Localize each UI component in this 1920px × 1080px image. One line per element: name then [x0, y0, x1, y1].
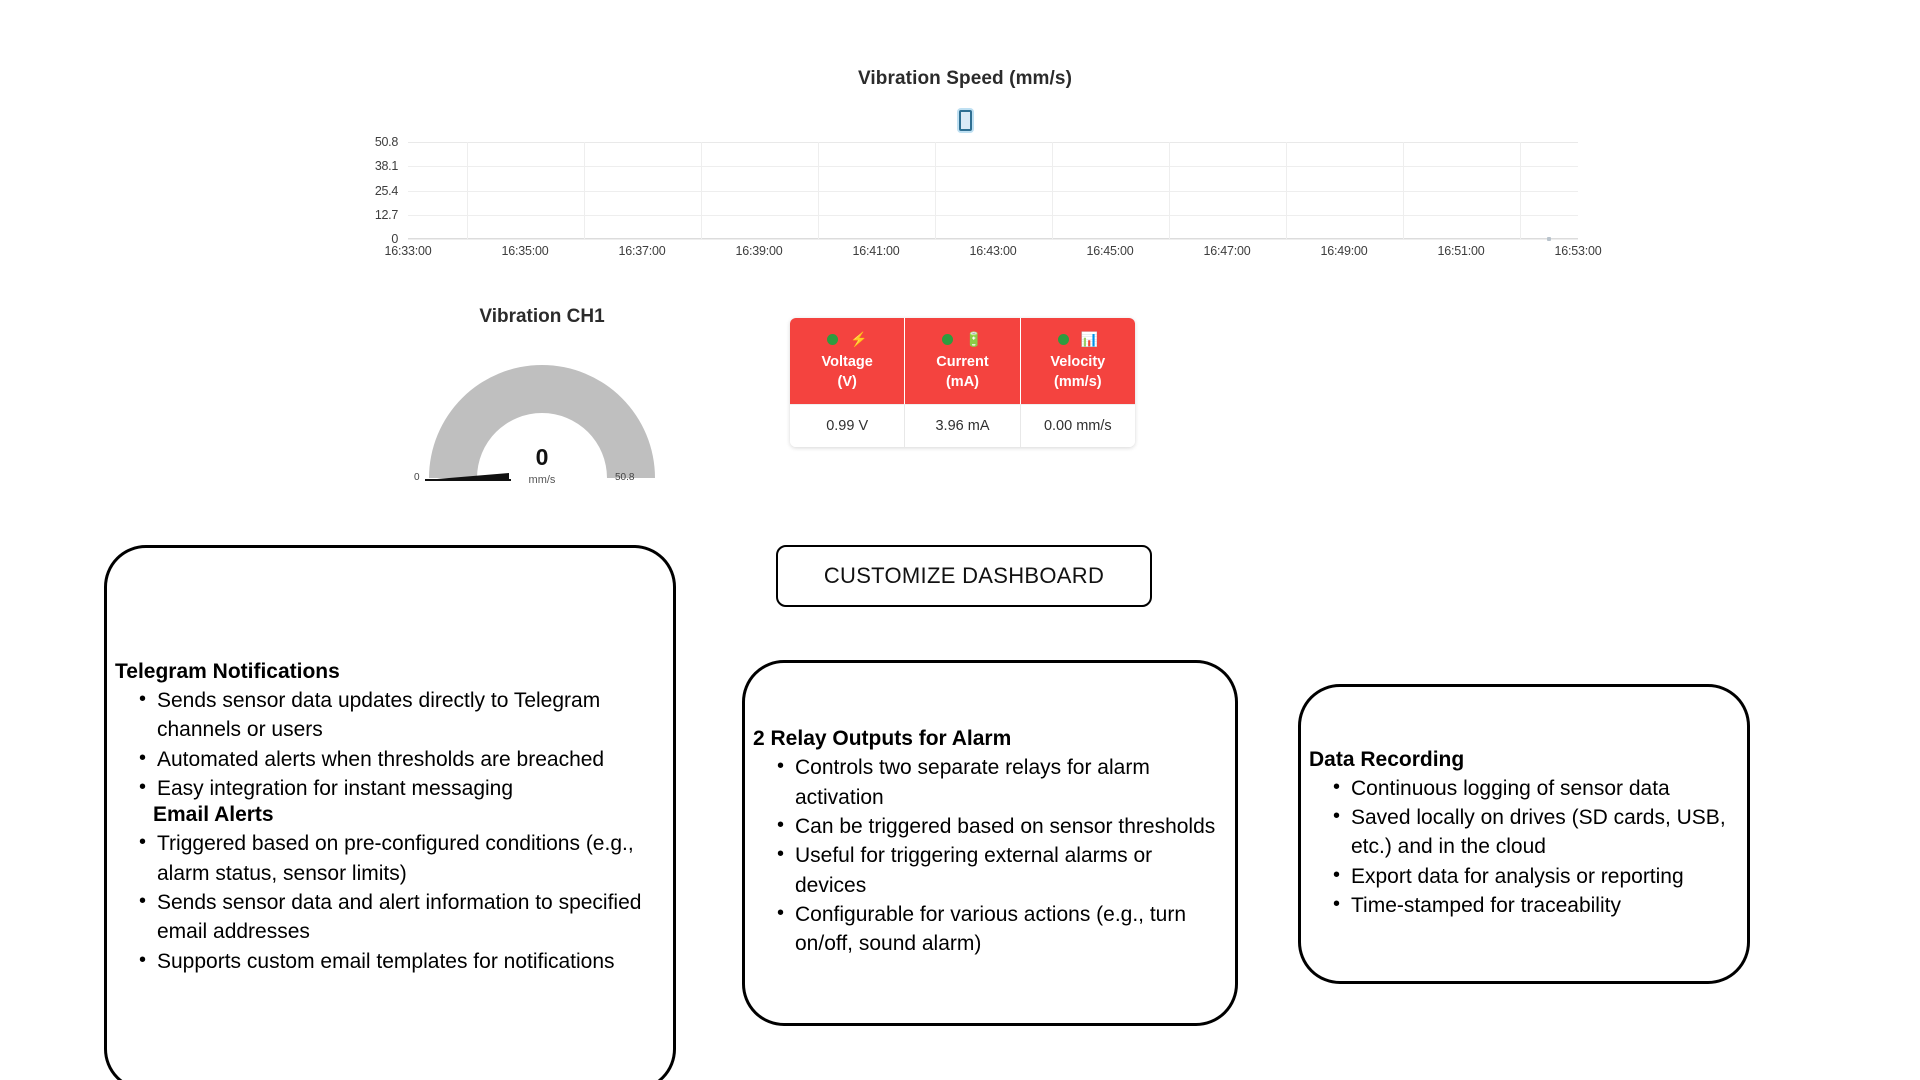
- status-dot-green-icon: [1057, 333, 1069, 345]
- chart-title: Vibration Speed (mm/s): [857, 68, 1073, 89]
- callout-title: Telegram Notifications: [115, 659, 340, 683]
- vertical-gridline: [1168, 142, 1170, 239]
- callout-list: Triggered based on pre-configured condit…: [123, 828, 657, 976]
- vertical-gridline: [934, 142, 936, 239]
- callout-list-item: Can be triggered based on sensor thresho…: [761, 811, 1219, 841]
- customize-dashboard-button[interactable]: CUSTOMIZE DASHBOARD: [776, 545, 1152, 607]
- callout-telegram-notifications: Telegram Notifications Sends sensor data…: [104, 545, 676, 1080]
- y-axis-tick-label: 38.1: [374, 159, 398, 174]
- callout-list-item: Controls two separate relays for alarm a…: [761, 752, 1219, 812]
- header-icon-group: 🔋: [909, 330, 1015, 348]
- callout-list-item: Useful for triggering external alarms or…: [761, 840, 1219, 900]
- callout-subtitle: Email Alerts: [153, 803, 274, 827]
- gauge-min-label: 0: [414, 472, 420, 483]
- callout-list-item: Configurable for various actions (e.g., …: [761, 899, 1219, 959]
- status-dot-green-icon: [826, 333, 838, 345]
- column-unit: (V): [837, 373, 857, 390]
- vertical-gridline: [583, 142, 585, 239]
- battery-icon: 🔋: [965, 331, 983, 347]
- y-axis-tick-label: 0: [391, 232, 398, 246]
- callout-list: Sends sensor data updates directly to Te…: [123, 685, 657, 804]
- callout-list-item: Sends sensor data and alert information …: [123, 887, 657, 947]
- chart-legend[interactable]: [340, 110, 1590, 132]
- column-unit: (mm/s): [1054, 373, 1102, 390]
- callout-list-item: Time-stamped for traceability: [1317, 890, 1731, 920]
- vertical-gridline: [1519, 142, 1521, 239]
- vibration-speed-chart: Vibration Speed (mm/s) 50.8 38.1 25.4 12.7 0…: [340, 68, 1602, 268]
- vertical-gridline: [466, 142, 468, 239]
- callout-data-recording: Data Recording Continuous logging of sen…: [1298, 684, 1750, 984]
- gauge-unit-label: mm/s: [528, 474, 556, 486]
- callout-list: Controls two separate relays for alarm a…: [761, 752, 1219, 959]
- chart-plot-area: [408, 142, 1578, 241]
- horizontal-gridline: [408, 190, 1578, 192]
- column-name: Voltage: [821, 354, 873, 370]
- x-axis-tick-label: 16:51:00: [1437, 244, 1485, 258]
- callout-list-item: Continuous logging of sensor data: [1317, 773, 1731, 803]
- horizontal-gridline: [408, 214, 1578, 216]
- bar-chart-icon: 📊: [1080, 331, 1099, 347]
- callout-title: 2 Relay Outputs for Alarm: [753, 727, 1012, 751]
- vertical-gridline: [1402, 142, 1404, 239]
- column-name: Current: [936, 354, 989, 370]
- status-dot-green-icon: [942, 333, 954, 345]
- chart-plot-frame: [408, 142, 1578, 239]
- x-axis-tick-label: 16:41:00: [852, 244, 900, 258]
- table-value-cell: 3.96 mA: [905, 404, 1021, 448]
- chart-y-axis: 50.8 38.1 25.4 12.7 0: [340, 135, 402, 246]
- callout-list: Continuous logging of sensor dataSaved l…: [1317, 773, 1731, 921]
- gauge-max-label: 50.8: [615, 472, 635, 483]
- gauge-value: 0: [535, 444, 549, 470]
- callout-title: Data Recording: [1309, 747, 1465, 771]
- y-axis-tick-label: 12.7: [374, 207, 398, 222]
- y-axis-tick-label: 50.8: [374, 135, 398, 149]
- table-value-cell: 0.99 V: [790, 404, 906, 448]
- lightning-bolt-icon: ⚡: [849, 331, 868, 347]
- callout-relay-outputs: 2 Relay Outputs for Alarm Controls two s…: [742, 660, 1238, 1026]
- x-axis-tick-label: 16:45:00: [1086, 244, 1134, 258]
- callout-list-item: Sends sensor data updates directly to Te…: [123, 685, 657, 745]
- vertical-gridline: [700, 142, 702, 239]
- table-header-row: ⚡ Voltage (V) 🔋 Current (mA) 📊 Velocity (mm/s): [790, 318, 1135, 405]
- callout-list-item: Automated alerts when thresholds are bre…: [123, 744, 657, 774]
- table-header-cell: 📊 Velocity (mm/s): [1020, 318, 1135, 405]
- gauge-dial-icon: [425, 365, 655, 481]
- x-axis-tick-label: 16:37:00: [618, 244, 666, 258]
- horizontal-gridline: [408, 239, 1578, 240]
- x-axis-tick-label: 16:53:00: [1554, 244, 1602, 258]
- callout-list-item: Easy integration for instant messaging: [123, 773, 657, 803]
- chart-data-point: [1546, 237, 1551, 241]
- gauge-title: Vibration CH1: [479, 306, 605, 327]
- header-icon-group: ⚡: [794, 330, 900, 348]
- legend-series-swatch-icon[interactable]: [958, 110, 972, 131]
- callout-list-item: Triggered based on pre-configured condit…: [123, 828, 657, 888]
- table-value-cell: 0.00 mm/s: [1020, 404, 1135, 447]
- x-axis-tick-label: 16:47:00: [1203, 244, 1251, 258]
- vibration-gauge: Vibration CH1 0 mm/s 0 50.8: [392, 306, 692, 506]
- chart-x-axis: 16:33:00 16:35:00 16:37:00 16:39:00 16:41:00…: [384, 244, 1601, 264]
- column-name: Velocity: [1050, 354, 1106, 370]
- callout-list-item: Supports custom email templates for noti…: [123, 946, 657, 976]
- y-axis-tick-label: 25.4: [374, 183, 398, 198]
- x-axis-tick-label: 16:35:00: [501, 244, 549, 258]
- x-axis-tick-label: 16:33:00: [384, 244, 432, 258]
- callout-list-item: Export data for analysis or reporting: [1317, 861, 1731, 891]
- horizontal-gridline: [408, 166, 1578, 168]
- sensor-status-table: ⚡ Voltage (V) 🔋 Current (mA) 📊 Velocity (mm/s) 0…: [790, 318, 1135, 448]
- x-axis-tick-label: 16:39:00: [735, 244, 783, 258]
- callout-list-item: Saved locally on drives (SD cards, USB, …: [1317, 802, 1731, 862]
- column-unit: (mA): [945, 373, 979, 390]
- table-header-cell: 🔋 Current (mA): [905, 318, 1021, 405]
- vertical-gridline: [817, 142, 819, 239]
- table-header-cell: ⚡ Voltage (V): [790, 318, 906, 405]
- vertical-gridline: [1285, 142, 1287, 239]
- vertical-gridline: [1051, 142, 1053, 239]
- x-axis-tick-label: 16:49:00: [1320, 244, 1368, 258]
- x-axis-tick-label: 16:43:00: [969, 244, 1017, 258]
- header-icon-group: 📊: [1025, 330, 1131, 348]
